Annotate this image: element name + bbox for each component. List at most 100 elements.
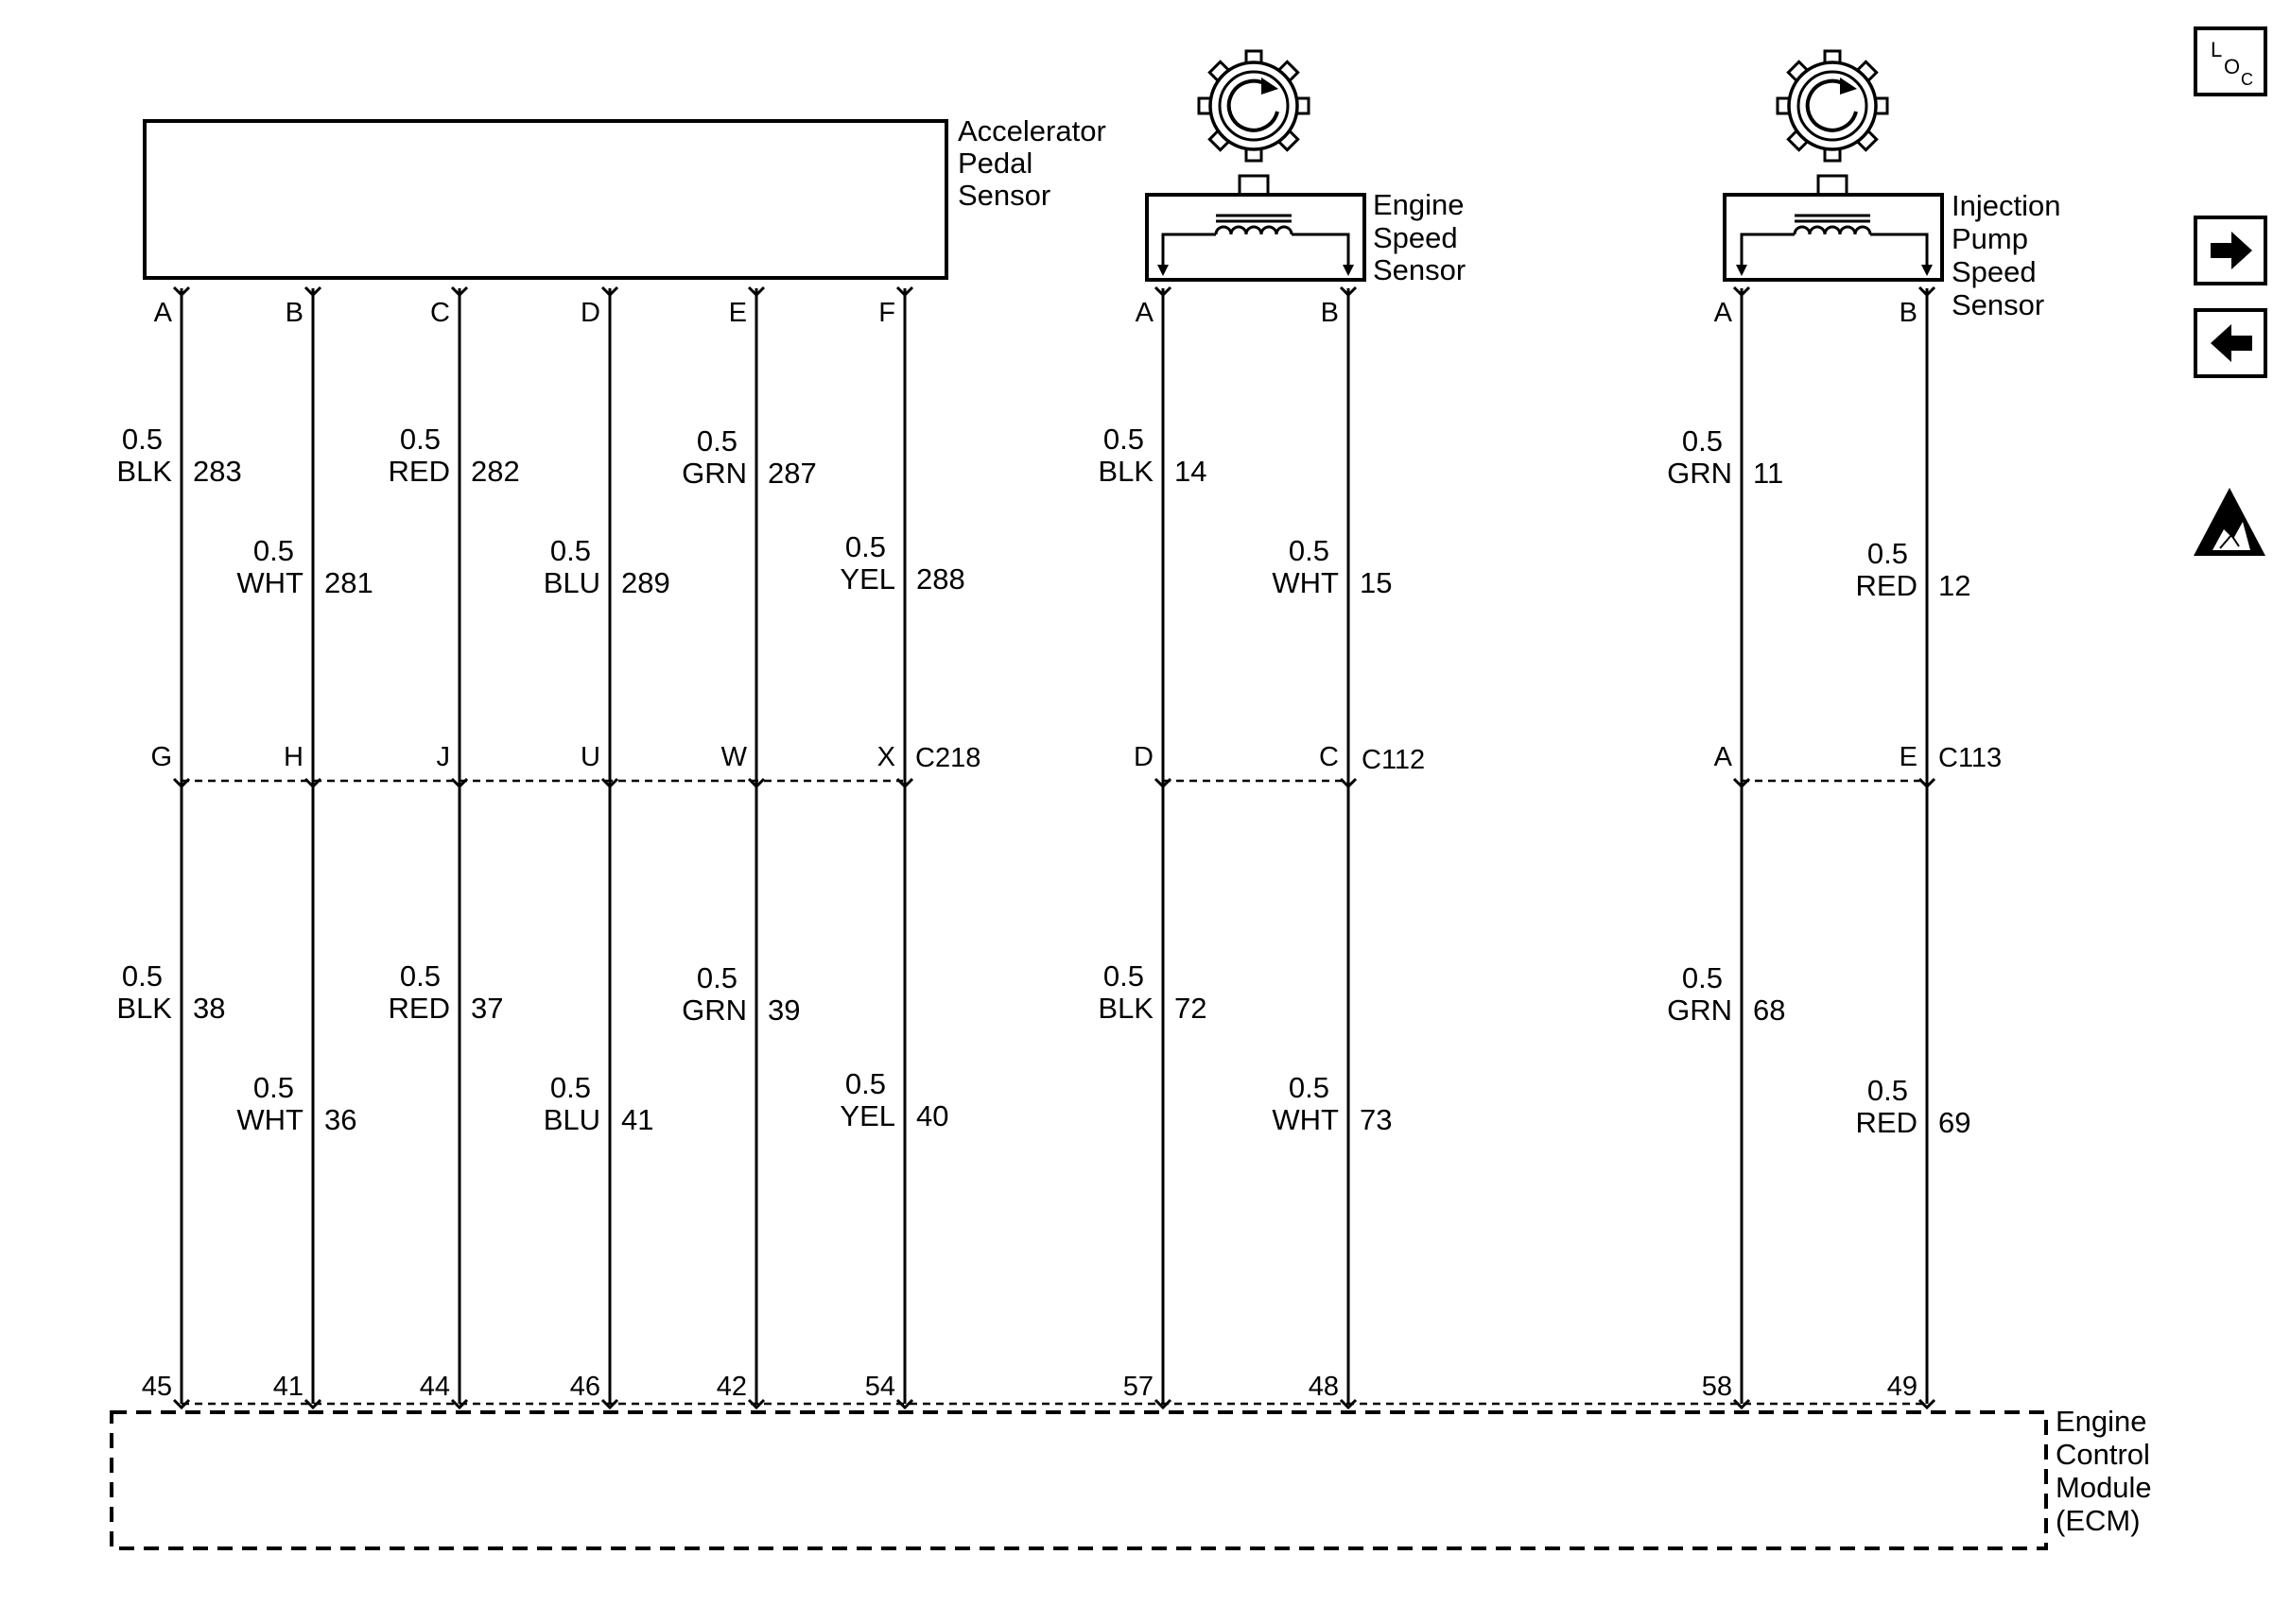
engine-speed-sensor-box <box>1145 193 1366 282</box>
connector-pin-label: X <box>877 742 895 772</box>
accelerator-pedal-sensor-label-2: Pedal <box>958 147 1032 180</box>
ecm-label-1: Engine <box>2056 1405 2147 1438</box>
wire-color-label: BLK <box>116 992 172 1025</box>
sensor-pin-label: A <box>154 298 173 328</box>
wire-color-label: WHT <box>236 566 304 599</box>
connector-pin-label: W <box>721 742 748 772</box>
circuit-number-label: 281 <box>324 566 373 599</box>
accelerator-pedal-sensor-label-1: Accelerator <box>958 114 1106 147</box>
circuit-number-label: 72 <box>1174 992 1206 1025</box>
wire-color-label: WHT <box>236 1103 304 1136</box>
wire-color-label: WHT <box>1272 566 1339 599</box>
wire-size-label: 0.5 <box>1103 423 1144 456</box>
wire-size-label: 0.5 <box>550 534 591 567</box>
wire-size-label: 0.5 <box>122 959 163 993</box>
injection-pump-speed-sensor-label-4: Sensor <box>1952 288 2044 321</box>
sensor-pin-label: B <box>286 298 304 328</box>
wire-color-label: GRN <box>1667 457 1732 490</box>
sensor-pin-label: F <box>878 298 895 328</box>
wire-color-label: BLK <box>1098 455 1154 488</box>
svg-text:L: L <box>2211 38 2222 61</box>
ecm-label-2: Control <box>2056 1438 2150 1471</box>
circuit-number-label: 39 <box>768 993 800 1027</box>
ecm-label-3: Module <box>2056 1471 2152 1504</box>
wire-color-label: YEL <box>840 1099 895 1132</box>
wire-color-label: BLK <box>116 455 172 488</box>
wire-size-label: 0.5 <box>1289 534 1329 567</box>
wire-color-label: RED <box>1856 569 1917 602</box>
wire-color-label: YEL <box>840 562 895 596</box>
connector-pin-label: A <box>1714 742 1733 772</box>
injection-pump-speed-sensor-label-3: Speed <box>1952 255 2037 288</box>
wire-color-label: BLU <box>544 566 600 599</box>
injection-pump-speed-sensor-label-2: Pump <box>1952 222 2028 255</box>
wire-size-label: 0.5 <box>122 423 163 456</box>
connector-c112-label: C112 <box>1362 745 1425 775</box>
injection-pump-speed-sensor-box <box>1723 193 1944 282</box>
ecm-pin-label: 49 <box>1887 1372 1917 1402</box>
ecm-box <box>110 1410 2048 1550</box>
connector-c218-label: C218 <box>915 743 980 773</box>
ecm-label-4: (ECM) <box>2056 1504 2141 1537</box>
connector-pin-label: J <box>437 742 451 772</box>
ecm-pin-label: 46 <box>570 1372 600 1402</box>
ecm-pin-label: 45 <box>142 1372 172 1402</box>
reluctor-wheel-icon <box>1197 49 1310 163</box>
svg-text:O: O <box>2224 55 2240 78</box>
connector-pin-label: C <box>1319 742 1339 772</box>
wire-size-label: 0.5 <box>1682 424 1723 458</box>
ecm-pin-label: 48 <box>1309 1372 1339 1402</box>
wire-color-label: GRN <box>1667 993 1732 1027</box>
ecm-pin-label: 54 <box>865 1372 895 1402</box>
arrow-left-icon[interactable] <box>2194 308 2267 378</box>
loc-icon[interactable]: L O C <box>2194 26 2267 96</box>
esd-warning-icon <box>2194 488 2265 556</box>
circuit-number-label: 11 <box>1753 457 1783 490</box>
wire-size-label: 0.5 <box>253 534 294 567</box>
coil-icon <box>1157 214 1354 276</box>
circuit-number-label: 40 <box>916 1099 948 1132</box>
wire-color-label: GRN <box>682 457 747 490</box>
circuit-number-label: 37 <box>471 992 503 1025</box>
connector-pin-label: G <box>150 742 172 772</box>
engine-speed-sensor-label-1: Engine <box>1373 188 1465 221</box>
ecm-pin-label: 57 <box>1123 1372 1154 1402</box>
injection-pump-speed-sensor: Injection Pump Speed Sensor <box>1723 49 2060 321</box>
ecm-pin-label: 42 <box>717 1372 747 1402</box>
wire-size-label: 0.5 <box>845 1067 886 1100</box>
circuit-number-label: 73 <box>1360 1103 1392 1136</box>
circuit-number-label: 38 <box>193 992 225 1025</box>
sensor-pin-label: D <box>581 298 600 328</box>
wire-size-label: 0.5 <box>697 424 737 458</box>
wire-size-label: 0.5 <box>845 530 886 563</box>
injection-pump-speed-sensor-label-1: Injection <box>1952 189 2060 222</box>
circuit-number-label: 14 <box>1174 455 1206 488</box>
sensor-pin-label: A <box>1714 298 1733 328</box>
circuit-number-label: 287 <box>768 457 817 490</box>
arrow-right-icon[interactable] <box>2194 216 2267 285</box>
accelerator-pedal-sensor-label-3: Sensor <box>958 179 1050 212</box>
wire-size-label: 0.5 <box>1682 961 1723 994</box>
wire-color-label: GRN <box>682 993 747 1027</box>
ecm-pin-label: 58 <box>1702 1372 1732 1402</box>
wire-size-label: 0.5 <box>400 423 441 456</box>
reluctor-wheel-icon <box>1776 49 1889 163</box>
wire-size-label: 0.5 <box>1103 959 1144 993</box>
circuit-number-label: 12 <box>1938 569 1970 602</box>
circuit-number-label: 41 <box>621 1103 653 1136</box>
wire-size-label: 0.5 <box>1867 1074 1908 1107</box>
connector-pin-label: D <box>1134 742 1154 772</box>
circuit-number-label: 68 <box>1753 993 1785 1027</box>
wire-size-label: 0.5 <box>253 1071 294 1104</box>
wire-size-label: 0.5 <box>697 961 737 994</box>
